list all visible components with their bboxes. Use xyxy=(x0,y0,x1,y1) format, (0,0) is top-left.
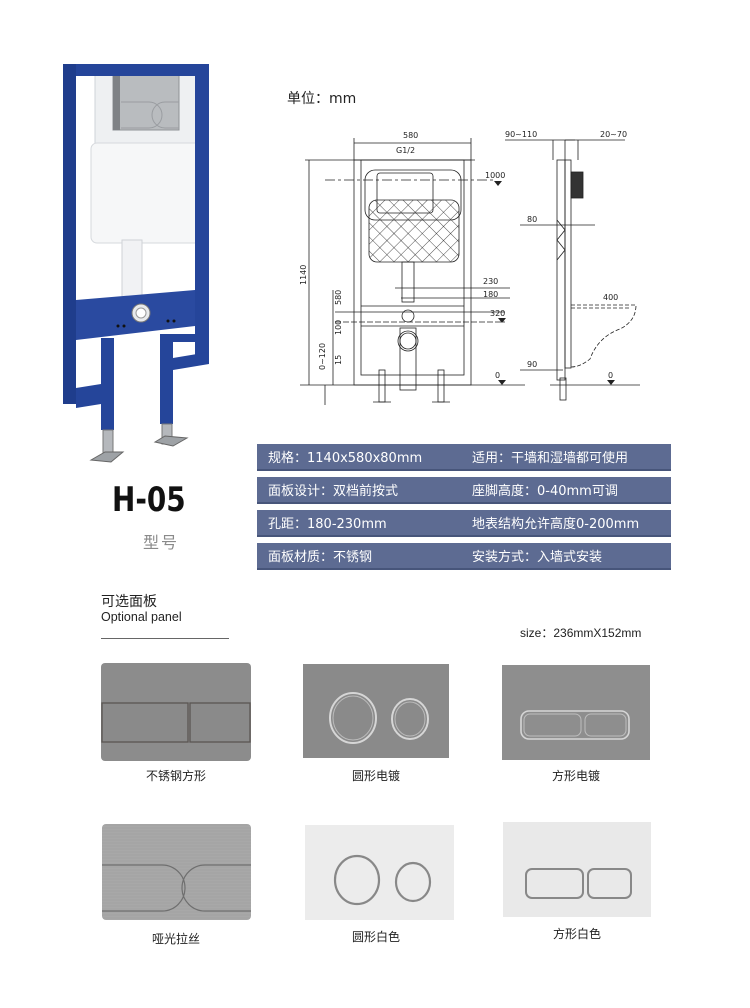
dim-hole-inner: 180 xyxy=(483,290,498,299)
section-title-en: Optional panel xyxy=(101,610,182,624)
spec-row: 面板设计：双档前按式 座脚高度：0-40mm可调 xyxy=(257,477,671,504)
dim-total-height: 1140 xyxy=(299,265,308,285)
panel-caption: 方形电镀 xyxy=(551,769,600,783)
dim-front-depth: 90~110 xyxy=(505,130,537,139)
panel-caption: 哑光拉丝 xyxy=(151,932,200,946)
dim-outlet-height: 320 xyxy=(490,309,505,318)
panel-size-label: size：236mmX152mm xyxy=(520,626,642,640)
spec-hole-distance: 孔距：180-230mm xyxy=(268,517,387,532)
dim-frame-depth: 80 xyxy=(527,215,537,224)
model-label: 型号 xyxy=(143,533,180,552)
technical-drawing: 580 G1/2 1000 230 180 3 xyxy=(295,120,695,420)
spec-install-method: 安装方式：入墙式安装 xyxy=(472,550,603,565)
dim-button-height: 1000 xyxy=(485,171,505,180)
dim-toilet-projection: 400 xyxy=(603,293,618,302)
dim-foot-base: 15 xyxy=(334,355,343,365)
dim-mid-height: 580 xyxy=(334,290,343,305)
panel-brushed-oval xyxy=(102,824,251,920)
dim-inlet: G1/2 xyxy=(396,146,415,155)
model-code: H-05 xyxy=(112,480,186,520)
product-photo xyxy=(55,58,215,468)
dim-hole-outer: 230 xyxy=(483,277,498,286)
panel-caption: 不锈钢方形 xyxy=(145,769,206,783)
spec-row: 规格：1140x580x80mm 适用：干墙和湿墙都可使用 xyxy=(257,444,671,471)
spec-foot-height: 座脚高度：0-40mm可调 xyxy=(472,484,618,499)
panel-round-chrome xyxy=(303,664,449,758)
spec-row: 孔距：180-230mm 地表结构允许高度0-200mm xyxy=(257,510,671,537)
dim-panel-depth: 20~70 xyxy=(600,130,627,139)
dim-foot-adjust: 0~120 xyxy=(318,343,327,370)
dim-width: 580 xyxy=(403,131,418,140)
spec-application: 适用：干墙和湿墙都可使用 xyxy=(472,451,629,466)
spec-panel-design: 面板设计：双档前按式 xyxy=(268,484,399,499)
dim-foot-depth: 90 xyxy=(527,360,537,369)
panel-stainless-square xyxy=(101,663,251,761)
section-title-cn: 可选面板 xyxy=(101,594,157,610)
spec-size: 规格：1140x580x80mm xyxy=(268,451,423,466)
spec-panel-material: 面板材质：不锈钢 xyxy=(268,550,373,565)
dim-floor-front: 0 xyxy=(495,371,500,380)
section-divider xyxy=(101,638,229,639)
panel-caption: 圆形白色 xyxy=(351,930,400,944)
panel-caption: 圆形电镀 xyxy=(351,769,400,783)
panel-caption: 方形白色 xyxy=(552,927,601,941)
panel-rect-chrome xyxy=(502,665,650,760)
spec-floor-structure: 地表结构允许高度0-200mm xyxy=(472,517,640,532)
dim-outlet-offset: 100 xyxy=(334,320,343,335)
spec-row: 面板材质：不锈钢 安装方式：入墙式安装 xyxy=(257,543,671,570)
panel-round-white xyxy=(305,825,454,920)
panel-rect-white xyxy=(503,822,651,917)
unit-label: 单位：mm xyxy=(287,91,357,107)
dim-floor-side: 0 xyxy=(608,371,613,380)
